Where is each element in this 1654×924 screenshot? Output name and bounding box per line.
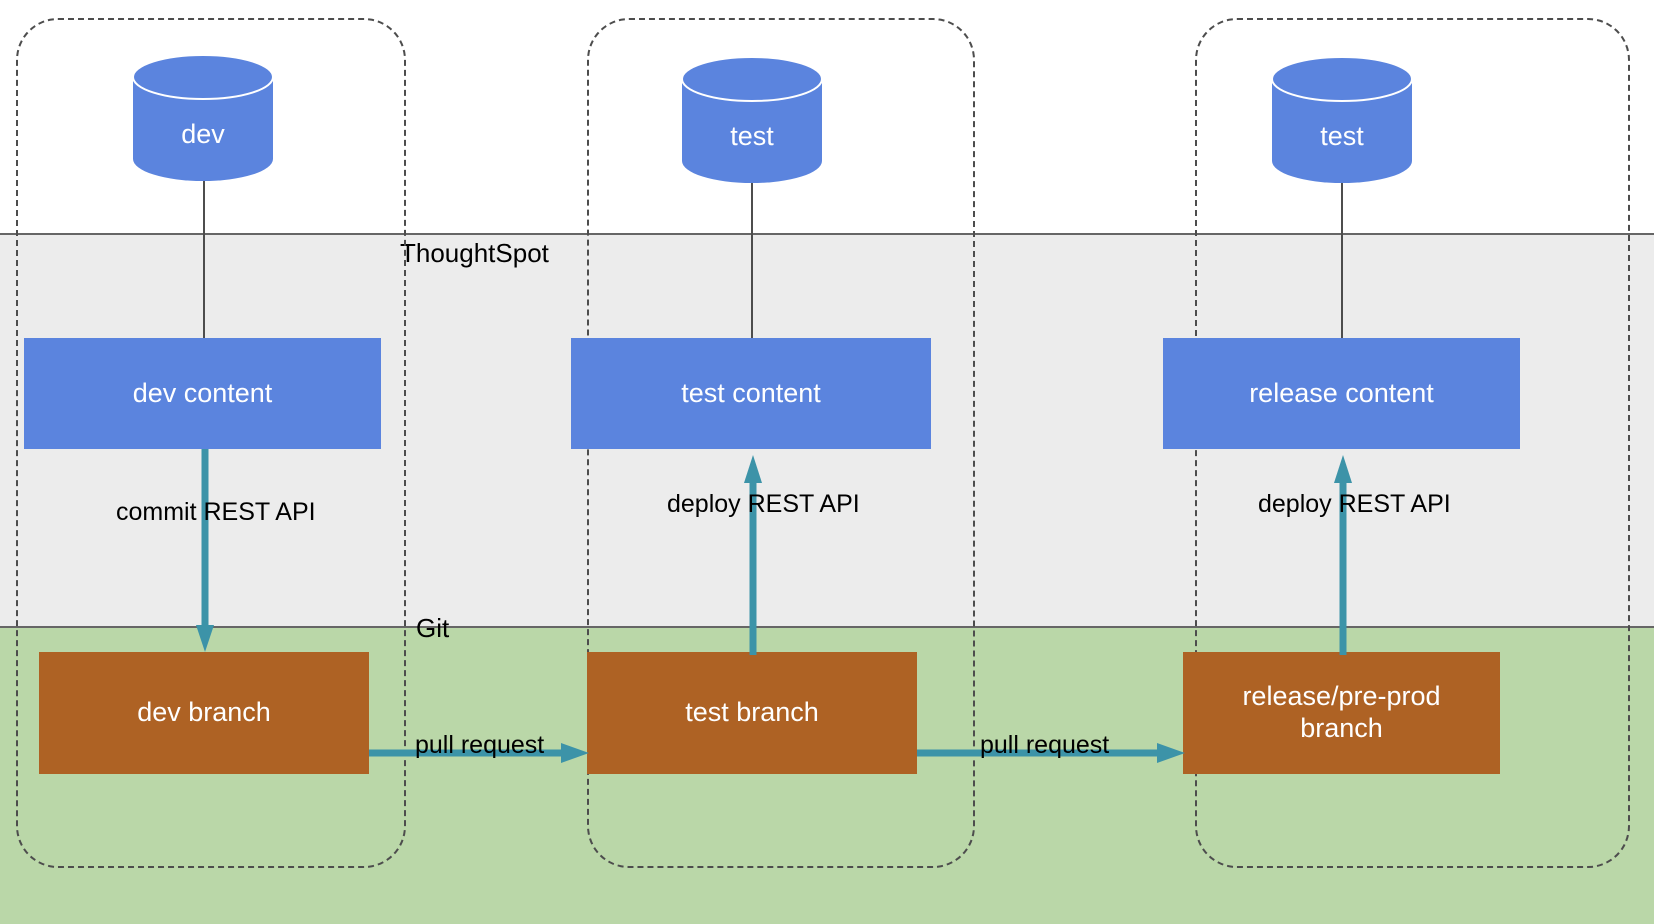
thoughtspot-band-label: ThoughtSpot: [400, 238, 549, 268]
database-test-middle: test: [682, 57, 822, 183]
branch-box-test[interactable]: test branch: [587, 652, 917, 774]
edge-label-deploy-rest-api-test: deploy REST API: [667, 490, 860, 518]
content-box-dev-label: dev content: [132, 377, 273, 408]
lane-dev: [16, 18, 406, 868]
arrow-deploy-rest-api-release: [1334, 455, 1352, 655]
content-box-dev[interactable]: dev content: [24, 338, 381, 449]
connector-dev-db-to-content: [203, 178, 205, 354]
database-test-right-label: test: [1320, 121, 1364, 151]
arrow-commit-rest-api: [196, 449, 214, 654]
arrow-pull-request-test-to-release: [917, 743, 1185, 763]
connector-test-db-to-content: [751, 180, 753, 355]
content-box-test[interactable]: test content: [571, 338, 931, 449]
arrow-deploy-rest-api-test: [744, 455, 762, 655]
database-test-middle-label: test: [730, 121, 774, 151]
branch-box-release-label: release/pre-prod branch: [1242, 681, 1441, 743]
content-box-release[interactable]: release content: [1163, 338, 1520, 449]
edge-label-pull-request-2: pull request: [980, 731, 1110, 759]
connector-release-db-to-content: [1341, 180, 1343, 355]
git-band-label: Git: [416, 613, 450, 643]
edge-label-commit-rest-api: commit REST API: [116, 498, 316, 526]
branch-box-dev[interactable]: dev branch: [39, 652, 369, 774]
edge-label-pull-request-1: pull request: [415, 731, 545, 759]
edge-label-deploy-rest-api-release: deploy REST API: [1258, 490, 1451, 518]
arrow-pull-request-dev-to-test: [369, 743, 589, 763]
database-dev-label: dev: [181, 119, 225, 149]
database-dev: dev: [133, 55, 273, 181]
content-box-release-label: release content: [1249, 377, 1434, 408]
branch-box-test-label: test branch: [685, 697, 819, 728]
branch-box-dev-label: dev branch: [137, 697, 271, 728]
content-box-test-label: test content: [681, 377, 821, 408]
database-test-right: test: [1272, 57, 1412, 183]
branch-box-release[interactable]: release/pre-prod branch: [1183, 652, 1500, 774]
